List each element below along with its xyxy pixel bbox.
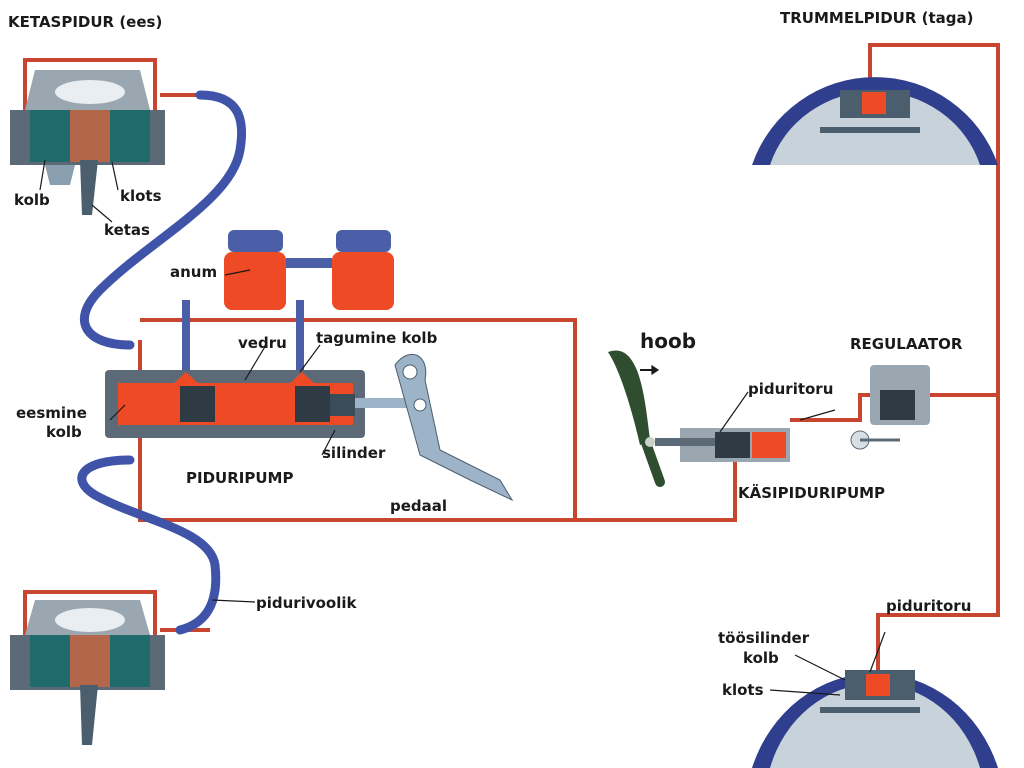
handbrake-lever-assembly <box>608 350 790 487</box>
drum-brake-title: TRUMMELPIDUR (taga) <box>780 9 974 27</box>
label-vedru: vedru <box>238 334 287 352</box>
brake-lines <box>23 43 1000 680</box>
label-klots-front: klots <box>120 187 162 205</box>
label-ketas: ketas <box>104 221 150 239</box>
label-eesmine-kolb: kolb <box>46 423 82 441</box>
label-anum: anum <box>170 263 218 281</box>
brake-hoses <box>77 90 247 635</box>
label-piduripump: PIDURIPUMP <box>186 469 294 487</box>
label-hoob: hoob <box>640 329 697 353</box>
leader-lines <box>39 159 886 696</box>
label-pedaal: pedaal <box>390 497 448 515</box>
fluid-reservoirs <box>182 230 394 380</box>
label-pidurivoolik: pidurivoolik <box>256 594 357 612</box>
disc-brake-front-bottom <box>10 600 165 745</box>
drum-brake-rear-bottom <box>752 670 998 768</box>
label-tagumine-kolb: tagumine kolb <box>316 329 438 347</box>
label-regulaator: REGULAATOR <box>850 335 963 353</box>
brake-pedal <box>355 353 514 502</box>
master-cylinder <box>105 370 365 438</box>
drum-brake-rear-top <box>752 77 998 165</box>
label-piduritoru-handpump: piduritoru <box>748 380 834 398</box>
label-eesmine: eesmine <box>16 404 87 422</box>
regulator-valve <box>850 365 930 450</box>
label-silinder: silinder <box>322 444 386 462</box>
disc-brake-title: KETASPIDUR (ees) <box>8 13 163 31</box>
label-klots-rear: klots <box>722 681 764 699</box>
label-kolb-front: kolb <box>14 191 50 209</box>
label-kasipiduripump: KÄSIPIDURIPUMP <box>738 484 886 502</box>
label-toosilinder: töösilinder <box>718 629 810 647</box>
label-piduritoru-rear: piduritoru <box>886 597 972 615</box>
disc-brake-front-top <box>10 70 165 215</box>
label-kolb-rear: kolb <box>743 649 779 667</box>
